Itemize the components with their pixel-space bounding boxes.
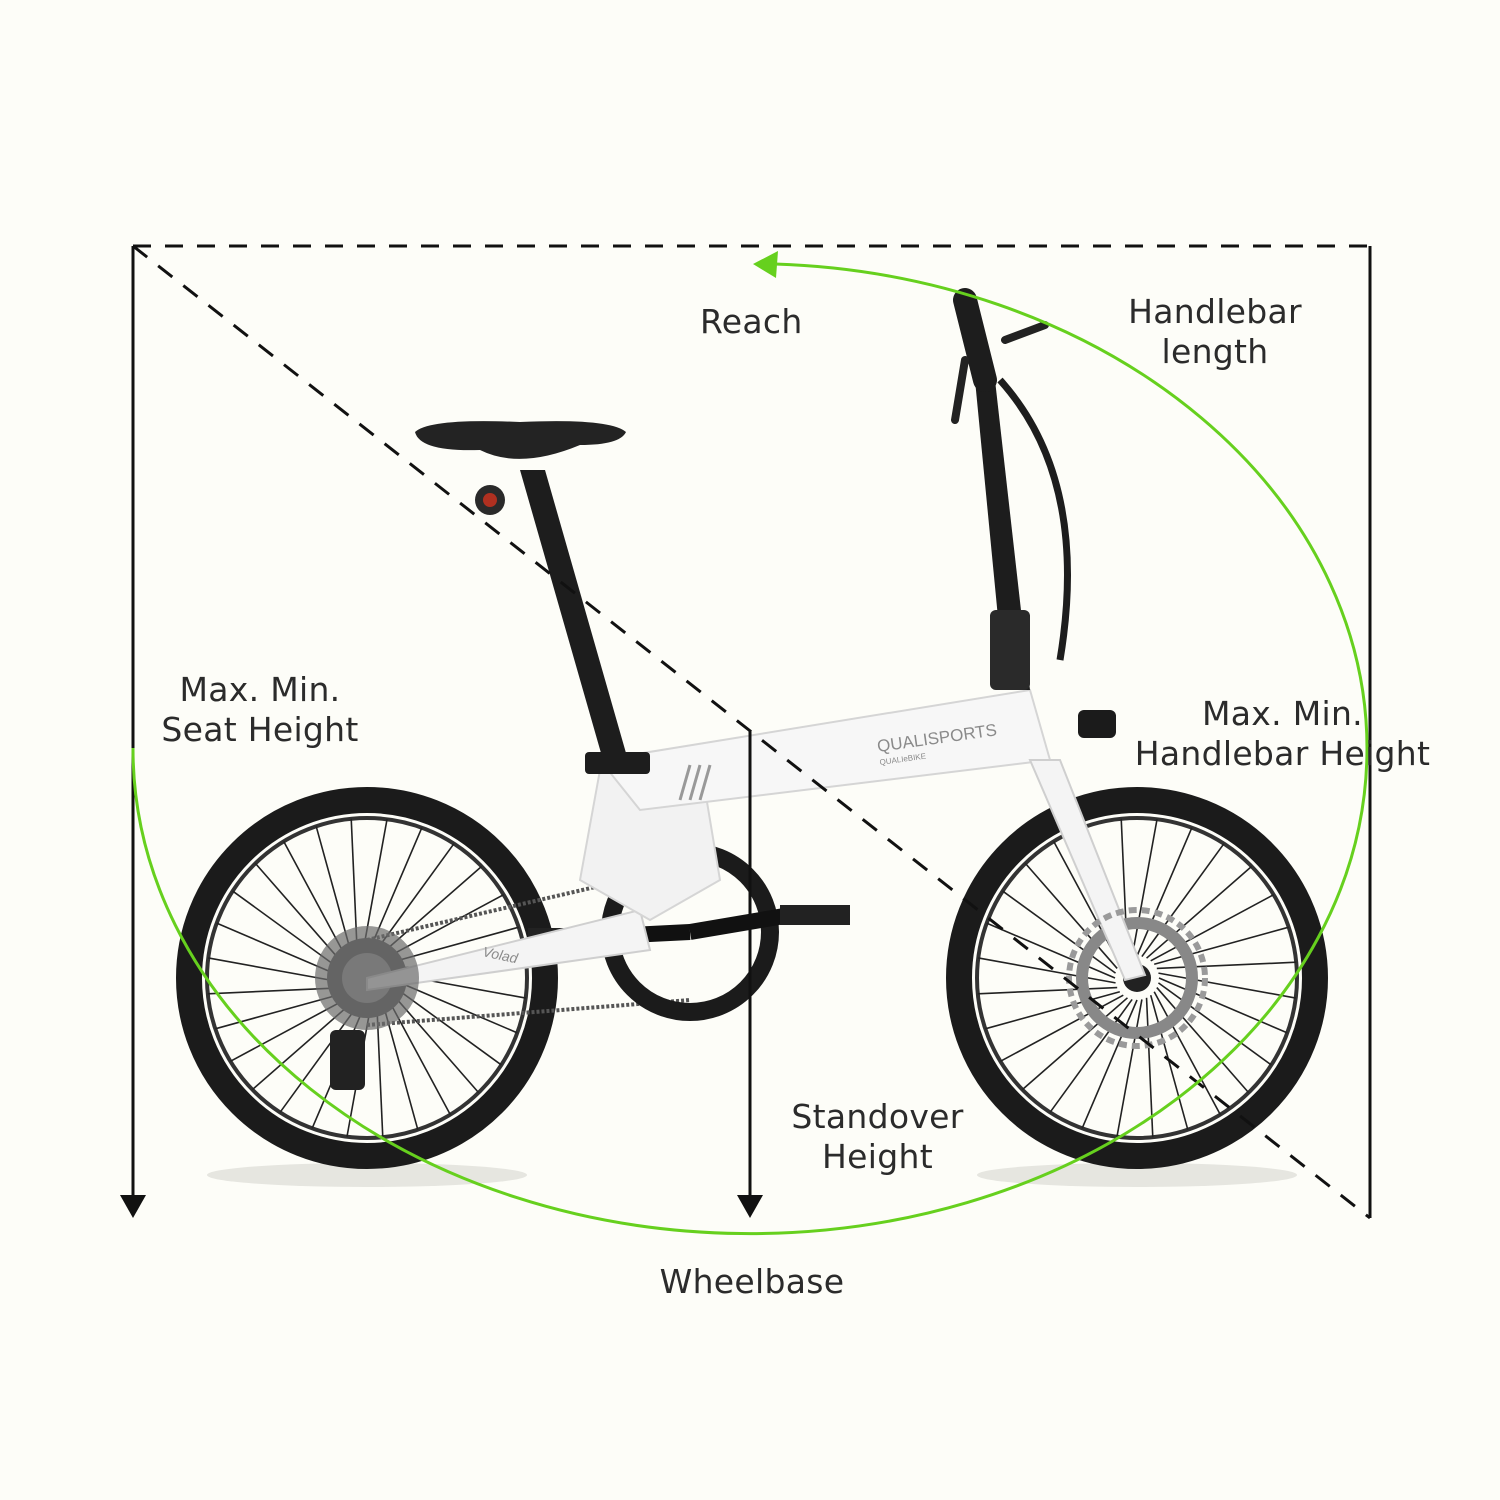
spoke	[1156, 987, 1250, 1094]
spoke	[1157, 982, 1272, 1066]
spoke	[1158, 977, 1288, 1034]
spoke	[1145, 997, 1154, 1138]
front-fork	[1028, 759, 1147, 982]
arrow-down-icon	[737, 1195, 763, 1218]
chainstay-brand: Volad	[481, 943, 520, 966]
spoke	[1141, 843, 1225, 958]
spoke	[1131, 819, 1158, 957]
spoke	[1156, 961, 1297, 970]
label-line: length	[1161, 332, 1269, 371]
main-frame	[598, 688, 1052, 812]
label-handlebar-length: Handlebar length	[1115, 292, 1315, 372]
label-line: Handlebar	[1128, 292, 1302, 331]
green-arrow-left-icon	[753, 251, 778, 278]
spoke	[1002, 890, 1117, 974]
seatpost	[520, 470, 628, 760]
spoke	[1153, 926, 1289, 966]
green-reach-arc	[131, 262, 1369, 1236]
spoke	[1158, 972, 1296, 999]
spoke	[1049, 998, 1133, 1113]
label-line: Height	[822, 1137, 933, 1176]
spoke	[1136, 827, 1193, 957]
arrow-down-icon	[120, 1195, 146, 1218]
label-handlebar-height: Max. Min. Handlebar Height	[1130, 694, 1435, 774]
label-standover-height: Standover Height	[775, 1097, 980, 1177]
bike-illustration: Volad QUALISPORTS QUALIeBIKE	[176, 288, 1328, 1187]
spoke	[1146, 865, 1253, 959]
label-seat-height: Max. Min. Seat Height	[150, 670, 370, 750]
spoke	[977, 986, 1118, 995]
spoke	[1081, 999, 1138, 1129]
spoke	[1024, 862, 1118, 969]
label-wheelbase: Wheelbase	[659, 1262, 845, 1301]
headlight	[1078, 710, 1116, 738]
saddle	[415, 421, 626, 459]
spoke	[1021, 997, 1128, 1091]
spoke	[1116, 999, 1143, 1137]
dimension-lines	[120, 244, 1372, 1236]
label-line: Standover	[791, 1097, 964, 1136]
label-line: Max. Min.	[1202, 694, 1363, 733]
spoke	[1149, 994, 1189, 1130]
label-line: Handlebar Height	[1134, 734, 1431, 773]
label-reach: Reach	[700, 302, 803, 341]
label-line: Max. Min.	[179, 670, 341, 709]
spoke	[1153, 991, 1222, 1115]
spoke	[986, 922, 1116, 979]
spoke	[1150, 893, 1274, 962]
diagonal-dashed-line	[132, 244, 1371, 1220]
spoke	[978, 957, 1116, 984]
label-line: Seat Height	[161, 710, 359, 749]
spoke	[985, 990, 1121, 1030]
